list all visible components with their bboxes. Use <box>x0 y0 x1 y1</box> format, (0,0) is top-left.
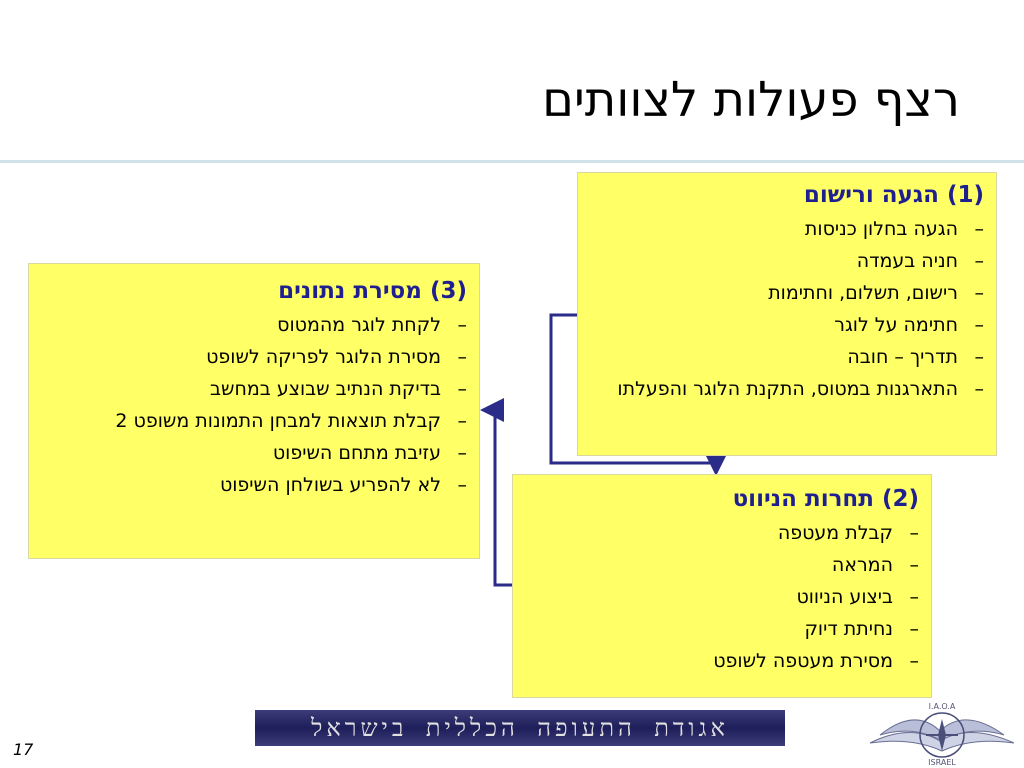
bullet-dash: – <box>909 522 920 544</box>
bullet-dash: – <box>909 586 920 608</box>
list-item: –רישום, תשלום, וחתימות <box>588 281 984 305</box>
connector-2-to-3 <box>480 398 512 587</box>
list-item: –נחיתת דיוק <box>523 617 919 641</box>
bullet-dash: – <box>457 378 468 400</box>
list-item: –חניה בעמדה <box>588 249 984 273</box>
step-2-box: (2) תחרות הניווט –קבלת מעטפה –המראה –ביצ… <box>512 474 932 698</box>
step-3-box: (3) מסירת נתונים –לקחת לוגר מהמטוס –מסיר… <box>28 263 480 559</box>
list-item-text: המראה <box>831 554 893 576</box>
list-item-text: נחיתת דיוק <box>804 618 893 640</box>
list-item: –התארגנות במטוס, התקנת הלוגר והפעלתו <box>588 377 984 401</box>
footer-banner: אגודת התעופה הכללית בישראל <box>255 710 785 746</box>
list-item-text: רישום, תשלום, וחתימות <box>768 282 958 304</box>
logo-bottom-text: ISRAEL <box>928 758 956 767</box>
list-item-text: בדיקת הנתיב שבוצע במחשב <box>210 378 441 400</box>
list-item-text: ביצוע הניווט <box>796 586 893 608</box>
list-item: –הגעה בחלון כניסות <box>588 217 984 241</box>
page-number: 17 <box>13 740 34 759</box>
step-1-heading: (1) הגעה ורישום <box>803 182 984 208</box>
title-divider <box>0 160 1024 163</box>
list-item-text: לא להפריע בשולחן השיפוט <box>219 474 441 496</box>
list-item: –חתימה על לוגר <box>588 313 984 337</box>
step-1-box: (1) הגעה ורישום –הגעה בחלון כניסות –חניה… <box>577 172 997 456</box>
bullet-dash: – <box>909 618 920 640</box>
list-item: –מסירת הלוגר לפריקה לשופט <box>39 345 467 369</box>
bullet-dash: – <box>457 474 468 496</box>
list-item-text: מסירת מעטפה לשופט <box>713 650 893 672</box>
bullet-dash: – <box>457 346 468 368</box>
list-item-text: הגעה בחלון כניסות <box>804 218 958 240</box>
list-item: –קבלת מעטפה <box>523 521 919 545</box>
list-item: –מסירת מעטפה לשופט <box>523 649 919 673</box>
bullet-dash: – <box>974 314 985 336</box>
list-item-text: חניה בעמדה <box>856 250 958 272</box>
step-3-heading: (3) מסירת נתונים <box>278 278 467 304</box>
list-item-text: לקחת לוגר מהמטוס <box>277 314 441 336</box>
bullet-dash: – <box>909 554 920 576</box>
list-item-text: קבלת תוצאות למבחן התמונות משופט 2 <box>115 410 441 432</box>
list-item: –בדיקת הנתיב שבוצע במחשב <box>39 377 467 401</box>
bullet-dash: – <box>974 378 985 400</box>
bullet-dash: – <box>974 218 985 240</box>
list-item-text: תדריך – חובה <box>847 346 958 368</box>
step-2-heading: (2) תחרות הניווט <box>732 486 919 512</box>
bullet-dash: – <box>974 282 985 304</box>
list-item-text: מסירת הלוגר לפריקה לשופט <box>206 346 441 368</box>
bullet-dash: – <box>909 650 920 672</box>
list-item-text: התארגנות במטוס, התקנת הלוגר והפעלתו <box>617 378 958 400</box>
list-item: –המראה <box>523 553 919 577</box>
winged-logo-icon: I.A.O.A ISRAEL <box>869 702 1015 767</box>
bullet-dash: – <box>457 442 468 464</box>
step-2-list: –קבלת מעטפה –המראה –ביצוע הניווט –נחיתת … <box>523 521 919 673</box>
list-item: –לא להפריע בשולחן השיפוט <box>39 473 467 497</box>
list-item: –לקחת לוגר מהמטוס <box>39 313 467 337</box>
bullet-dash: – <box>457 410 468 432</box>
step-3-list: –לקחת לוגר מהמטוס –מסירת הלוגר לפריקה לש… <box>39 313 467 497</box>
bullet-dash: – <box>457 314 468 336</box>
list-item-text: עזיבת מתחם השיפוט <box>272 442 441 464</box>
bullet-dash: – <box>974 346 985 368</box>
list-item: –קבלת תוצאות למבחן התמונות משופט 2 <box>39 409 467 433</box>
step-1-list: –הגעה בחלון כניסות –חניה בעמדה –רישום, ת… <box>588 217 984 401</box>
list-item: –עזיבת מתחם השיפוט <box>39 441 467 465</box>
logo-top-text: I.A.O.A <box>929 702 956 711</box>
list-item: –תדריך – חובה <box>588 345 984 369</box>
slide-title: רצף פעולות לצוותים <box>542 72 960 128</box>
list-item-text: חתימה על לוגר <box>834 314 958 336</box>
list-item: –ביצוע הניווט <box>523 585 919 609</box>
bullet-dash: – <box>974 250 985 272</box>
list-item-text: קבלת מעטפה <box>777 522 893 544</box>
